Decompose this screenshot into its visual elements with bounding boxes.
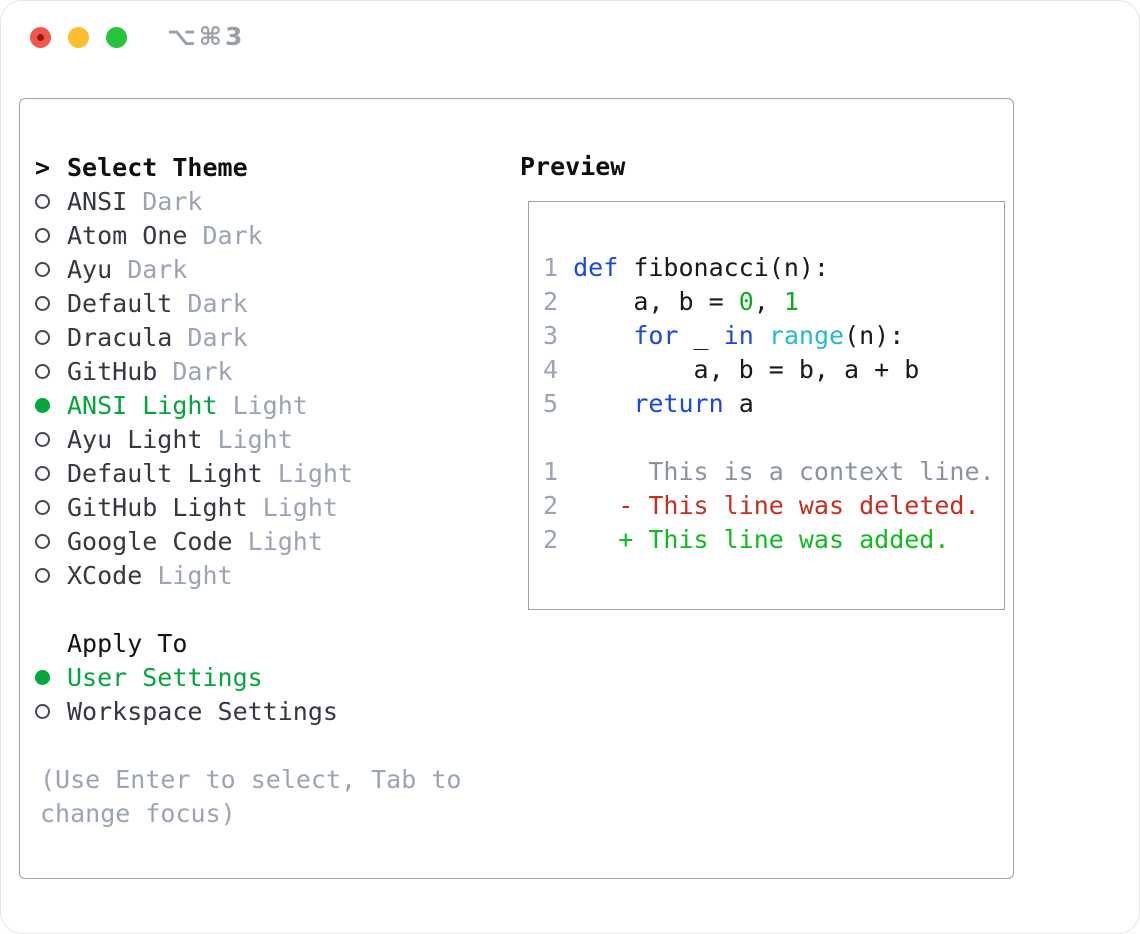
line-number: 4	[543, 355, 574, 384]
code-preview-box: 1 def fibonacci(n): 2 a, b = 0, 1 3 for _ …	[528, 201, 1005, 610]
theme-option-ansi-light[interactable]: ANSI Light Light	[35, 388, 461, 422]
theme-option-label: Ayu Light	[67, 424, 203, 454]
apply-option-label: User Settings	[67, 662, 263, 692]
theme-option-google-code[interactable]: Google Code Light	[35, 524, 461, 558]
theme-option-atom-one[interactable]: Atom One Dark	[35, 218, 461, 252]
radio-icon	[35, 499, 50, 515]
theme-option-label: GitHub	[67, 356, 158, 386]
line-number: 3	[543, 321, 574, 350]
help-text-line: (Use Enter to select, Tab to	[40, 764, 462, 794]
line-number: 2	[543, 525, 574, 554]
theme-variant-label: Light	[142, 560, 233, 590]
line-number: 1	[543, 457, 574, 486]
code-line: 5 return a	[543, 389, 754, 418]
theme-variant-label: Dark	[187, 220, 263, 250]
theme-option-default-light[interactable]: Default Light Light	[35, 456, 461, 490]
theme-option-label: ANSI	[67, 186, 128, 216]
select-theme-header: > Select Theme	[35, 150, 461, 184]
code-line: 1 def fibonacci(n):	[543, 253, 829, 282]
line-number: 5	[543, 389, 574, 418]
radio-icon	[35, 533, 50, 549]
theme-variant-label: Dark	[172, 288, 248, 318]
radio-icon	[35, 193, 50, 209]
theme-option-github[interactable]: GitHub Dark	[35, 354, 461, 388]
theme-option-label: Ayu	[67, 254, 113, 284]
apply-option-user-settings[interactable]: User Settings	[35, 660, 461, 694]
radio-icon	[35, 227, 50, 243]
apply-to-header: Apply To	[35, 626, 461, 660]
theme-variant-label: Light	[262, 458, 353, 488]
apply-option-label: Workspace Settings	[67, 696, 338, 726]
theme-option-dracula[interactable]: Dracula Dark	[35, 320, 461, 354]
theme-option-label: GitHub Light	[67, 492, 248, 522]
theme-option-xcode[interactable]: XCode Light	[35, 558, 461, 592]
theme-option-ayu[interactable]: Ayu Dark	[35, 252, 461, 286]
theme-variant-label: Light	[247, 492, 338, 522]
theme-variant-label: Dark	[157, 356, 233, 386]
theme-option-default[interactable]: Default Dark	[35, 286, 461, 320]
radio-icon	[35, 295, 50, 311]
code-line: 1 This is a context line.	[543, 457, 995, 486]
line-number: 2	[543, 287, 574, 316]
theme-option-label: Dracula	[67, 322, 173, 352]
theme-variant-label: Light	[202, 424, 293, 454]
code-line: 2 a, b = 0, 1	[543, 287, 799, 316]
help-text-line: change focus)	[40, 798, 236, 828]
radio-selected-icon	[35, 669, 50, 685]
close-button[interactable]	[30, 27, 51, 48]
zoom-button[interactable]	[106, 27, 127, 48]
theme-variant-label: Light	[232, 526, 323, 556]
radio-icon	[35, 567, 50, 583]
code-line: 4 a, b = b, a + b	[543, 355, 920, 384]
theme-variant-label: Light	[217, 390, 308, 420]
code-line: 3 for _ in range(n):	[543, 321, 905, 350]
radio-selected-icon	[35, 397, 50, 413]
radio-icon	[35, 431, 50, 447]
preview-title: Preview	[520, 152, 626, 181]
minimize-button[interactable]	[68, 27, 89, 48]
theme-option-label: XCode	[67, 560, 143, 590]
preview-column: Preview 1 def fibonacci(n): 2 a, b = 0, 1…	[520, 150, 1005, 610]
theme-option-ayu-light[interactable]: Ayu Light Light	[35, 422, 461, 456]
theme-option-label: Default Light	[67, 458, 263, 488]
line-number: 2	[543, 491, 574, 520]
window-controls	[30, 27, 127, 48]
line-number: 1	[543, 253, 574, 282]
code-line: 2 - This line was deleted.	[543, 491, 980, 520]
theme-variant-label: Dark	[172, 322, 248, 352]
theme-option-ansi[interactable]: ANSI Dark	[35, 184, 461, 218]
theme-option-github-light[interactable]: GitHub Light Light	[35, 490, 461, 524]
radio-icon	[35, 329, 50, 345]
theme-option-label: ANSI Light	[67, 390, 218, 420]
radio-icon	[35, 465, 50, 481]
radio-icon	[35, 703, 50, 719]
radio-icon	[35, 363, 50, 379]
theme-option-label: Default	[67, 288, 173, 318]
close-button-dot-icon	[37, 34, 44, 41]
keyboard-shortcut-label: ⌥⌘3	[167, 22, 246, 51]
code-line: 2 + This line was added.	[543, 525, 950, 554]
radio-icon	[35, 261, 50, 277]
help-text: (Use Enter to select, Tab to change focus…	[35, 762, 461, 830]
theme-option-label: Atom One	[67, 220, 188, 250]
theme-option-label: Google Code	[67, 526, 233, 556]
code-blank-line	[543, 421, 1004, 455]
focus-prompt-icon: >	[35, 152, 51, 182]
theme-variant-label: Dark	[127, 186, 203, 216]
apply-option-workspace-settings[interactable]: Workspace Settings	[35, 694, 461, 728]
select-theme-title: Select Theme	[67, 152, 248, 182]
apply-to-title: Apply To	[67, 628, 188, 658]
theme-variant-label: Dark	[112, 254, 188, 284]
